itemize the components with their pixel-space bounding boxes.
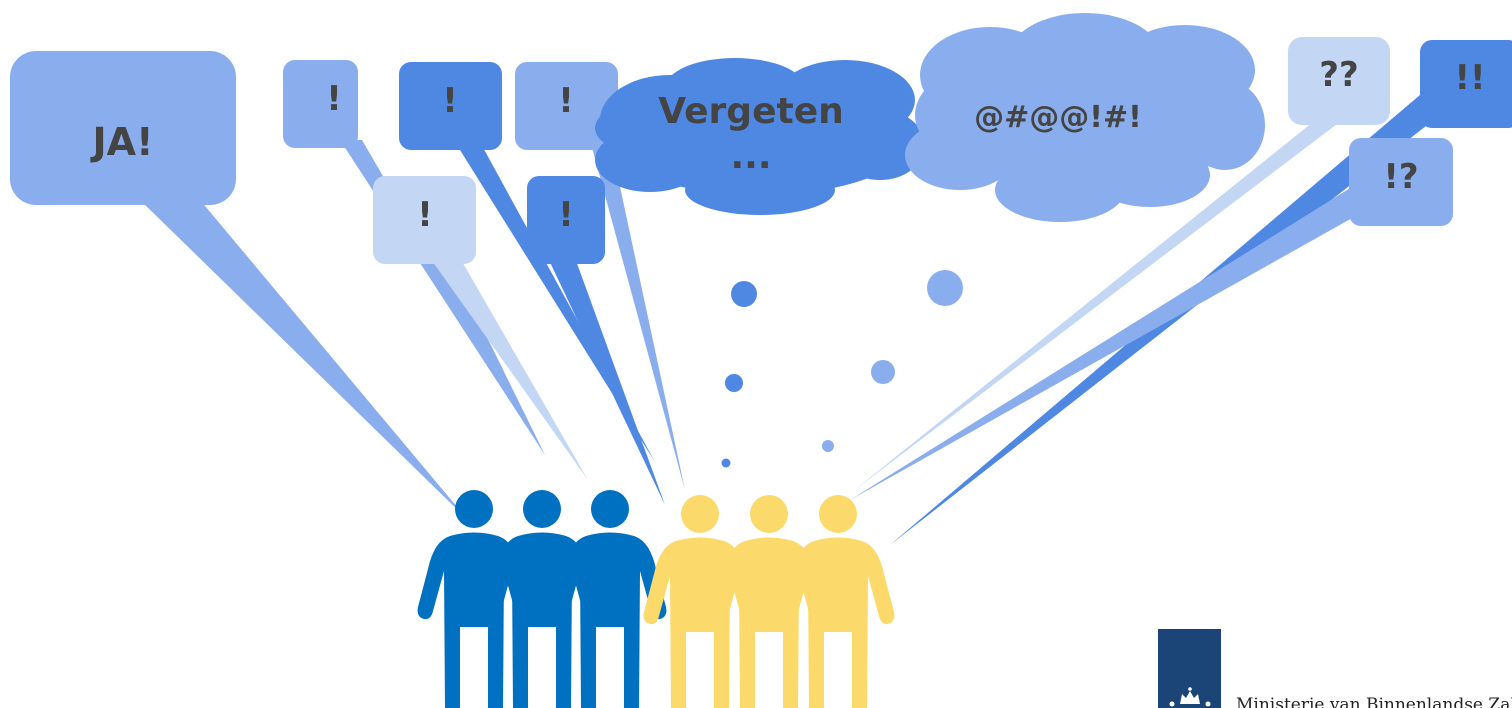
bubble-ja: JA!: [10, 51, 236, 205]
bubble-qq: ??: [1288, 37, 1390, 125]
cloud-vergeten-line2: ...: [730, 136, 771, 177]
tail-excl-4b: [430, 258, 588, 480]
thought-cloud-vergeten: Vergeten ...: [595, 58, 925, 215]
bubble-bangs-label: !!: [1454, 58, 1485, 98]
bubble-ja-label: JA!: [90, 120, 154, 164]
group-blue-people: [417, 490, 667, 708]
bubble-excl-2-label: !: [442, 81, 458, 121]
ministry-logo: Ministerie van Binnenlandse Zaken: [1158, 629, 1512, 708]
cloud-curse-label: @#@@!#!: [974, 100, 1142, 135]
bubble-tails: [140, 95, 1440, 545]
tail-excl-2: [455, 142, 655, 462]
bubble-interrobang-label: !?: [1383, 157, 1418, 197]
tail-interrobang: [850, 185, 1370, 500]
bubble-bangs: !!: [1420, 40, 1512, 128]
thought-dots-right: [822, 270, 963, 452]
person-icon-yellow-3: [781, 495, 895, 708]
bubble-excl-5-label: !: [558, 195, 574, 235]
bubble-excl-3-label: !: [558, 81, 574, 121]
bubble-excl-5: !: [527, 176, 605, 264]
thought-dots-left: [721, 281, 757, 468]
bubble-interrobang: !?: [1349, 138, 1453, 226]
bubble-excl-4-label: !: [417, 195, 433, 235]
tail-excl-4: [420, 258, 545, 455]
cloud-vergeten-line1: Vergeten: [658, 91, 844, 132]
tail-qq: [852, 118, 1345, 492]
bubble-excl-3: !: [515, 62, 618, 150]
bubble-qq-label: ??: [1319, 55, 1358, 95]
ministry-name: Ministerie van Binnenlandse Zaken: [1236, 695, 1512, 708]
thought-cloud-curse: @#@@!#!: [905, 13, 1265, 222]
crown-icon: [1169, 687, 1211, 707]
bubble-excl-2: !: [399, 62, 502, 150]
tail-ja: [140, 200, 468, 520]
tail-excl-5: [548, 258, 665, 505]
bubble-excl-4: !: [373, 176, 476, 264]
bubble-excl-1: !: [283, 60, 358, 148]
tail-excl-3: [590, 140, 685, 490]
bubble-excl-1-label: !: [326, 79, 342, 119]
group-yellow-people: [643, 495, 895, 708]
